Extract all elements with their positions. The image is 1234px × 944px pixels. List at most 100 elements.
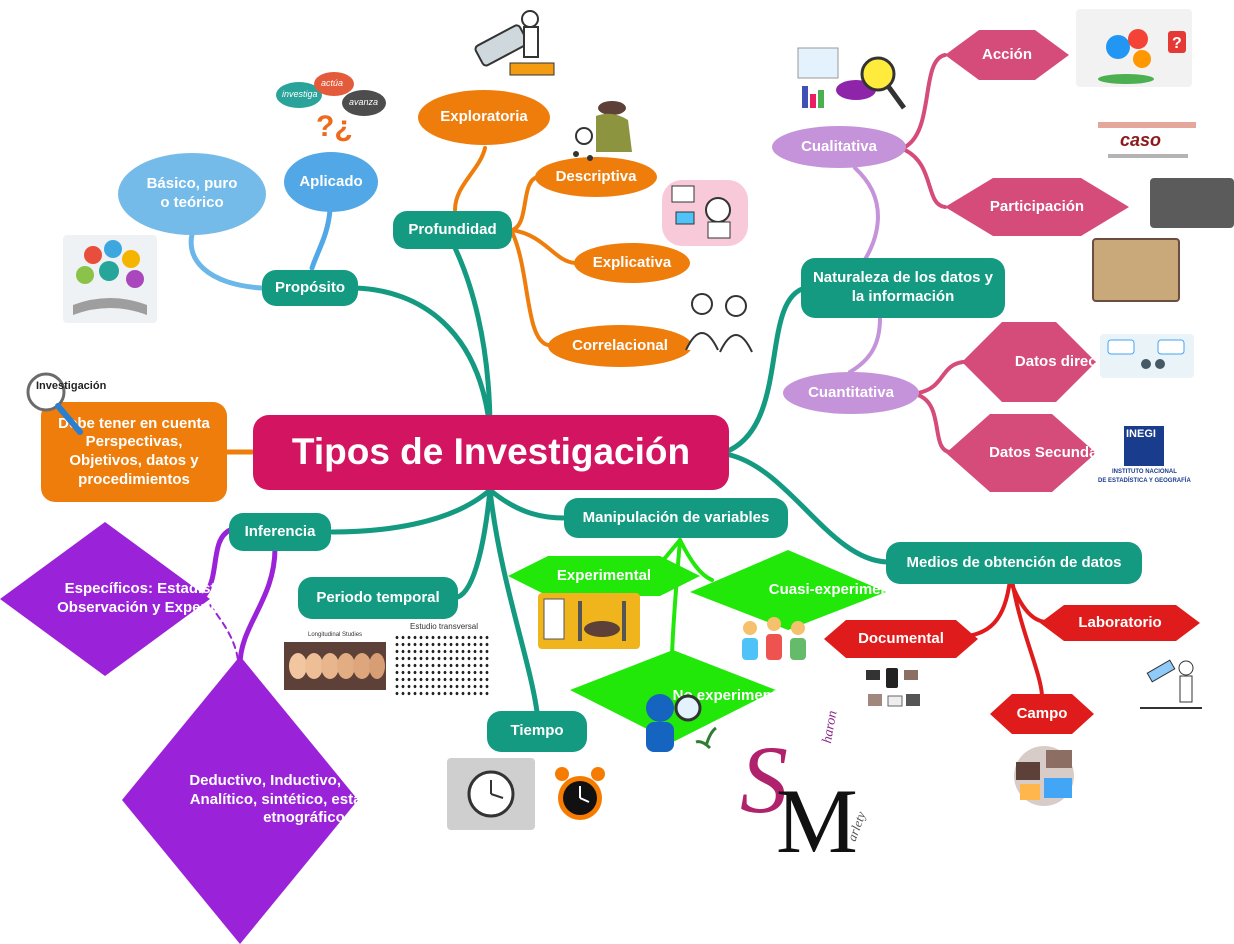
sm-signature-logo: S M haron arlety xyxy=(736,710,886,872)
node-aplicado[interactable]: Aplicado xyxy=(284,152,378,212)
laboratory-sketch-image xyxy=(1136,648,1206,714)
crowd-dots xyxy=(394,634,490,696)
node-inferencia[interactable]: Inferencia xyxy=(229,513,331,551)
node-periodo[interactable]: Periodo temporal xyxy=(298,577,458,619)
link-dashed xyxy=(209,604,239,661)
link-tiempo xyxy=(487,487,540,715)
link-correlacional xyxy=(510,230,550,347)
especificos-label: Específicos: Estadístico, Observación y … xyxy=(57,580,249,616)
problem-solving-image: ? xyxy=(1076,9,1192,87)
bubble-actua xyxy=(314,72,354,96)
bubble-avanza xyxy=(342,90,386,116)
experimental-shape xyxy=(508,556,700,596)
field-icon xyxy=(1014,746,1074,806)
link-inferencia xyxy=(329,487,493,535)
computer-researcher-image xyxy=(662,180,748,246)
node-cuantitativa[interactable]: Cuantitativa xyxy=(783,372,919,414)
people-group-image xyxy=(736,612,812,668)
inegi-line1: INSTITUTO NACIONAL xyxy=(1112,469,1177,475)
transversal-caption: Estudio transversal xyxy=(410,622,479,631)
pocket-watch-image xyxy=(447,758,535,830)
node-cualitativa[interactable]: Cualitativa xyxy=(772,126,906,168)
telescope-scientist-image xyxy=(470,5,556,83)
node-naturaleza[interactable]: Naturaleza de los datos y la información xyxy=(801,258,1005,318)
investigator-icon xyxy=(646,694,717,752)
node-directos[interactable]: Datos directos xyxy=(962,322,1119,402)
signature-initial-s: S xyxy=(740,726,788,833)
group-icon xyxy=(742,617,806,660)
laboratorio-label: Laboratorio xyxy=(1078,613,1162,631)
alarm-clock-image xyxy=(552,764,608,828)
accion-shape xyxy=(945,30,1069,80)
link-directos xyxy=(916,360,965,395)
node-laboratorio[interactable]: Laboratorio xyxy=(1040,605,1200,641)
word-cloud-words xyxy=(1098,122,1196,128)
especificos-shape xyxy=(0,522,210,676)
education-book-image xyxy=(63,235,157,323)
node-experimental[interactable]: Experimental xyxy=(508,556,700,596)
cross-sectional-image: Estudio transversal xyxy=(392,620,492,698)
investigacion-logo: Investigación xyxy=(24,368,120,435)
inegi-logo: INEGI INSTITUTO NACIONAL DE ESTADÍSTICA … xyxy=(1098,426,1194,490)
chat-people-image xyxy=(1100,334,1194,378)
node-documental[interactable]: Documental xyxy=(824,620,978,658)
link-deductivo xyxy=(237,545,278,668)
link-exploratoria xyxy=(453,146,487,212)
noexp-label: No experimental xyxy=(672,686,790,704)
node-basico[interactable]: Básico, puro o teórico xyxy=(118,153,266,235)
cuasi-label: Cuasi-experimental xyxy=(768,580,908,598)
longitudinal-caption: Longitudinal Studies xyxy=(308,632,363,638)
field-work-collage-image xyxy=(1010,742,1080,810)
node-participacion[interactable]: Participación xyxy=(945,178,1129,236)
experimental-label: Experimental xyxy=(556,566,652,584)
chart-collage-icon xyxy=(797,47,907,110)
link-accion xyxy=(903,53,947,149)
inegi-name: INEGI xyxy=(1126,428,1156,440)
node-tiempo[interactable]: Tiempo xyxy=(487,711,587,752)
campo-label: Campo xyxy=(1016,704,1068,722)
documental-shape xyxy=(824,620,978,658)
faces-icon xyxy=(284,642,386,690)
book-icon xyxy=(73,240,147,315)
link-profundidad xyxy=(452,245,493,433)
central-topic[interactable]: Tipos de Investigación xyxy=(253,415,729,490)
alarm-clock-icon xyxy=(555,767,605,820)
word-cloud-image: caso xyxy=(1098,120,1196,162)
cloud-word-2: actúa xyxy=(321,78,344,88)
lab-icon xyxy=(1140,659,1202,709)
signature-initial-m: M xyxy=(776,770,858,872)
cloud-word-1: investiga xyxy=(282,89,318,99)
speech-bubbles-image: investiga actúa avanza ?¿ xyxy=(276,72,388,148)
node-noexp[interactable]: No experimental xyxy=(570,650,789,742)
node-campo[interactable]: Campo xyxy=(990,694,1094,734)
link-periodo xyxy=(455,487,493,600)
word-cloud-words-2 xyxy=(1108,154,1188,158)
longitudinal-faces-image: Longitudinal Studies xyxy=(282,632,388,698)
node-exploratoria[interactable]: Exploratoria xyxy=(418,90,550,145)
link-cuantitativa xyxy=(848,316,882,374)
node-medios[interactable]: Medios de obtención de datos xyxy=(886,542,1142,584)
link-secundarios xyxy=(916,393,952,454)
laboratorio-shape xyxy=(1040,605,1200,641)
link-medios xyxy=(727,452,890,565)
node-proposito[interactable]: Propósito xyxy=(262,270,358,306)
gears-icon: ? xyxy=(1098,29,1186,84)
node-correlacional[interactable]: Correlacional xyxy=(548,325,692,367)
chat-icon xyxy=(1107,339,1185,369)
link-aplicado xyxy=(309,207,333,271)
link-basico xyxy=(188,222,265,291)
question-marks-icon: ?¿ xyxy=(316,110,353,143)
node-manipulacion[interactable]: Manipulación de variables xyxy=(564,498,788,538)
node-deductivo[interactable]: Deductivo, Inductivo, Hipotético, Analít… xyxy=(122,656,423,944)
link-campo xyxy=(1010,578,1044,697)
node-explicativa[interactable]: Explicativa xyxy=(574,243,690,283)
secundarios-shape xyxy=(946,414,1096,492)
documental-label: Documental xyxy=(858,629,944,647)
node-descriptiva[interactable]: Descriptiva xyxy=(535,157,657,197)
node-cuasi[interactable]: Cuasi-experimental xyxy=(690,550,907,630)
node-especificos[interactable]: Específicos: Estadístico, Observación y … xyxy=(0,522,249,676)
node-accion[interactable]: Acción xyxy=(945,30,1069,80)
node-secundarios[interactable]: Datos Secundarios xyxy=(946,414,1125,492)
node-profundidad[interactable]: Profundidad xyxy=(393,211,512,249)
